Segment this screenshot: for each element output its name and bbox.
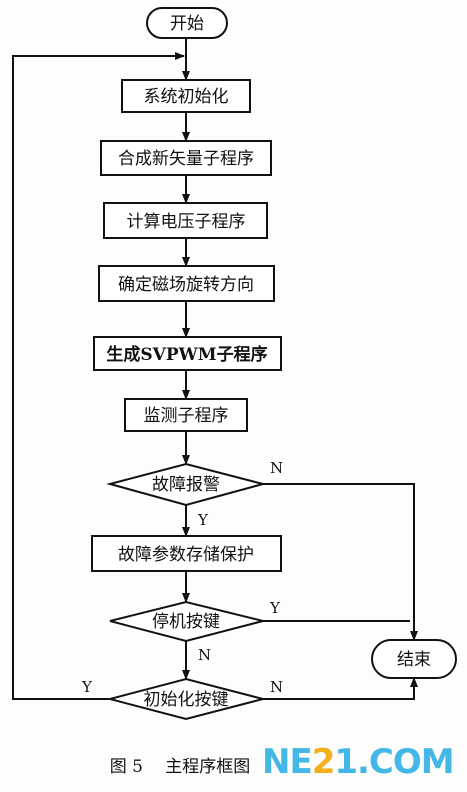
fault-label: 故障报警 [152, 475, 220, 495]
stop-decision: 停机按键 [109, 600, 264, 643]
figure-caption: 图 5 主程序框图 [109, 757, 251, 777]
end-node: 结束 [371, 639, 457, 679]
edge-label-stop-yes: Y [269, 599, 281, 617]
connectors [12, 38, 418, 700]
calc-process: 计算电压子程序 [103, 202, 268, 239]
synth-process: 合成新矢量子程序 [100, 140, 272, 176]
monitor-process: 监测子程序 [124, 398, 248, 432]
save-process: 故障参数存储保护 [91, 535, 282, 572]
edge-label-fault-yes: Y [197, 511, 209, 529]
svpwm-process: 生成SVPWM子程序 [93, 336, 282, 371]
monitor-label: 监测子程序 [144, 406, 229, 426]
synth-label: 合成新矢量子程序 [118, 149, 254, 169]
svpwm-label: 生成SVPWM子程序 [106, 344, 267, 365]
site-watermark-logo: NE21.COM [262, 742, 455, 782]
edge-label-init-yes: Y [81, 678, 93, 696]
edge-label-stop-no: N [198, 646, 211, 664]
fault-decision: 故障报警 [106, 462, 267, 507]
edge-label-init-no: N [270, 678, 283, 696]
stop-label: 停机按键 [152, 612, 220, 632]
initkey-decision: 初始化按键 [106, 677, 267, 721]
calc-label: 计算电压子程序 [127, 212, 246, 232]
field-label: 确定磁场旋转方向 [118, 275, 254, 295]
edge-label-fault-no: N [270, 459, 283, 477]
initkey-label: 初始化按键 [144, 690, 229, 710]
init-label: 系统初始化 [144, 87, 229, 107]
field-process: 确定磁场旋转方向 [98, 265, 275, 302]
start-label: 开始 [170, 14, 204, 34]
start-node: 开始 [146, 7, 228, 39]
end-label: 结束 [397, 650, 431, 670]
watermark-left: NE [262, 742, 313, 782]
save-label: 故障参数存储保护 [118, 545, 254, 565]
watermark-right: 1.COM [334, 742, 454, 782]
init-process: 系统初始化 [121, 79, 251, 113]
watermark-mid: 2 [311, 742, 336, 782]
